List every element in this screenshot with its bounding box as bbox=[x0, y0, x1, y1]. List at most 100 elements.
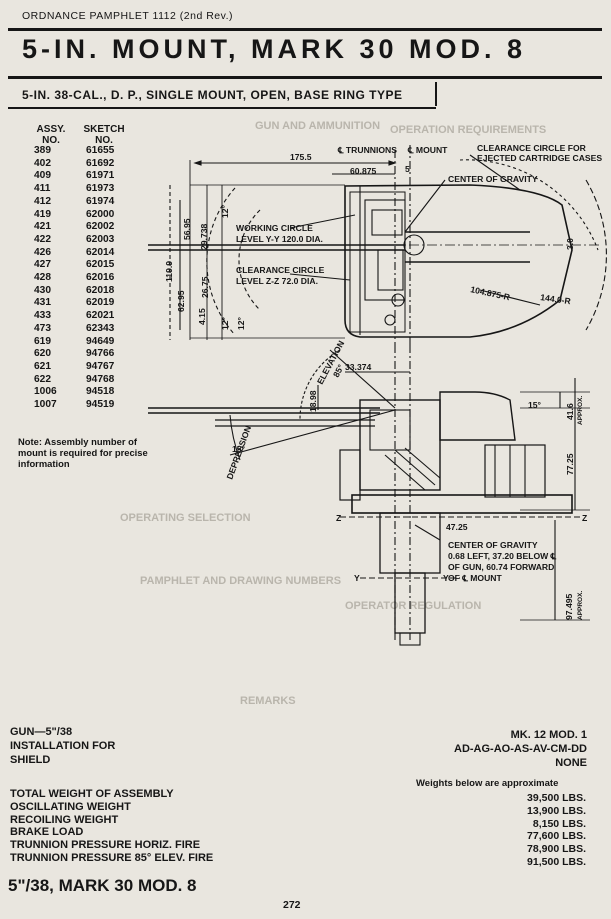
sketch-number: 62016 bbox=[86, 272, 115, 283]
page-title: 5-IN. MOUNT, MARK 30 MOD. 8 bbox=[22, 34, 527, 64]
assy-number: 1007 bbox=[34, 399, 57, 410]
dim-29-738: 29.738 bbox=[199, 223, 209, 250]
assy-number: 426 bbox=[34, 246, 51, 258]
assy-number: 428 bbox=[34, 272, 51, 283]
dim-33-374: 33.374 bbox=[345, 362, 372, 372]
label-working-circle-2: LEVEL Y-Y 120.0 DIA. bbox=[236, 234, 323, 244]
dim-26-75: 26.75 bbox=[200, 276, 210, 298]
sketch-number: 62021 bbox=[86, 310, 115, 322]
sketch-number: 62000 bbox=[86, 208, 115, 220]
weight-value: 77,600 LBS. bbox=[527, 830, 586, 843]
sketch-number: 94767 bbox=[86, 360, 115, 372]
assy-number: 402 bbox=[34, 157, 51, 169]
assy-number: 622 bbox=[34, 373, 51, 385]
bleed-through-text: PAMPHLET AND DRAWING NUMBERS bbox=[140, 575, 342, 587]
sketch-number: 61692 bbox=[86, 157, 115, 169]
bleed-through-text: OPERATION REQUIREMENTS bbox=[390, 124, 547, 136]
label-approx: APPROX. bbox=[577, 396, 584, 425]
weight-value: 91,500 LBS. bbox=[527, 856, 586, 868]
installation-label: INSTALLATION FOR bbox=[10, 740, 116, 752]
sketch-number: 62343 bbox=[86, 322, 115, 334]
subtitle-divider bbox=[435, 82, 437, 106]
weight-label: RECOILING WEIGHT bbox=[10, 813, 119, 826]
dim-175-5: 175.5 bbox=[290, 152, 312, 162]
weights-note: Weights below are approximate bbox=[416, 778, 559, 789]
page-subtitle: 5-IN. 38-CAL., D. P., SINGLE MOUNT, OPEN… bbox=[22, 88, 403, 102]
footer-title: 5"/38, MARK 30 MOD. 8 bbox=[8, 876, 197, 895]
assy-number: 412 bbox=[34, 195, 51, 207]
assy-number: 430 bbox=[34, 284, 51, 296]
column-header-assy: ASSY.NO. bbox=[36, 124, 66, 146]
assy-number: 1006 bbox=[34, 386, 57, 398]
assembly-note: Note: Assembly number of mount is requir… bbox=[18, 436, 148, 469]
assy-number: 431 bbox=[34, 297, 51, 309]
assy-number: 411 bbox=[34, 183, 51, 195]
sketch-number: 62002 bbox=[86, 221, 115, 233]
dim-5: 5 bbox=[405, 164, 410, 174]
sketch-number: 61974 bbox=[86, 195, 115, 207]
weight-value: 78,900 LBS. bbox=[527, 843, 586, 856]
sketch-number: 94649 bbox=[86, 335, 115, 347]
label-clearance-ejected-2: EJECTED CARTRIDGE CASES bbox=[477, 153, 602, 163]
dim-12a: 12° bbox=[220, 204, 230, 218]
weight-label: BRAKE LOAD bbox=[10, 826, 84, 839]
weight-label: TRUNNION PRESSURE 85° ELEV. FIRE bbox=[10, 852, 214, 864]
dim-56-95: 56.95 bbox=[182, 218, 192, 240]
assy-number: 621 bbox=[34, 360, 51, 372]
sketch-number: 62014 bbox=[86, 246, 115, 258]
weight-label: OSCILLATING WEIGHT bbox=[10, 800, 131, 813]
dim-119-9: 119.9 bbox=[164, 261, 174, 282]
label-elevation: ELEVATION bbox=[315, 339, 346, 386]
assy-number: 620 bbox=[34, 348, 51, 360]
dim-62-95: 62.95 bbox=[176, 290, 186, 312]
bleed-through-text: GUN AND AMMUNITION bbox=[255, 120, 381, 132]
title-top-rule bbox=[8, 28, 602, 31]
top-view-outline bbox=[344, 184, 573, 338]
sketch-number: 94768 bbox=[86, 373, 115, 385]
sketch-number: 94766 bbox=[86, 348, 115, 360]
gun-value: MK. 12 MOD. 1 bbox=[510, 729, 587, 741]
label-z-left: Z bbox=[336, 513, 341, 523]
label-y-right: Y bbox=[443, 573, 449, 583]
assy-number: 421 bbox=[34, 221, 51, 233]
label-clearance-ejected: CLEARANCE CIRCLE FOR bbox=[477, 143, 587, 153]
label-approx-2: APPROX. bbox=[577, 591, 584, 620]
sketch-number: 62018 bbox=[86, 284, 115, 296]
label-clearance-circle: CLEARANCE CIRCLE bbox=[236, 265, 325, 275]
dim-12c: 12° bbox=[236, 316, 246, 330]
shield-value: NONE bbox=[555, 757, 587, 769]
weight-label: TRUNNION PRESSURE HORIZ. FIRE bbox=[10, 839, 201, 852]
label-cg-line2: OF GUN, 60.74 FORWARD bbox=[448, 562, 554, 572]
label-y-left: Y bbox=[354, 573, 360, 583]
label-cmount: ℄ MOUNT bbox=[407, 145, 448, 155]
subtitle-rule bbox=[8, 107, 436, 109]
label-z-right: Z bbox=[582, 513, 587, 523]
label-center-gravity-top: CENTER OF GRAVITY bbox=[448, 174, 538, 184]
assy-number: 409 bbox=[34, 170, 51, 182]
page-number: 272 bbox=[283, 899, 301, 911]
dim-41-6: 41.6 bbox=[565, 403, 575, 420]
sketch-number: 94519 bbox=[86, 399, 115, 410]
dim-18-98: 18.98 bbox=[308, 390, 318, 412]
assy-number: 427 bbox=[34, 259, 51, 271]
assy-number: 419 bbox=[34, 208, 51, 220]
label-working-circle: WORKING CIRCLE bbox=[236, 223, 313, 233]
label-cg-line1: 0.68 LEFT, 37.20 BELOW ℄ bbox=[448, 551, 557, 561]
dim-3-0: 3.0 bbox=[565, 238, 575, 250]
bleed-through-text: OPERATING SELECTION bbox=[120, 512, 251, 524]
dim-15b: 15° bbox=[528, 400, 542, 410]
dim-60-875: 60.875 bbox=[350, 166, 377, 176]
gun-label: GUN—5"/38 bbox=[10, 726, 73, 738]
dim-12b: 12° bbox=[220, 316, 230, 330]
weight-value: 13,900 LBS. bbox=[527, 804, 586, 817]
clearance-arc bbox=[585, 179, 607, 331]
bleed-through-text: REMARKS bbox=[240, 695, 296, 707]
sketch-number: 62003 bbox=[86, 233, 115, 245]
assy-number: 389 bbox=[34, 145, 51, 156]
installation-value: AD-AG-AO-AS-AV-CM-DD bbox=[454, 743, 587, 755]
weight-label: TOTAL WEIGHT OF ASSEMBLY bbox=[10, 788, 174, 800]
dim-97-495: 97.495 bbox=[564, 593, 574, 620]
